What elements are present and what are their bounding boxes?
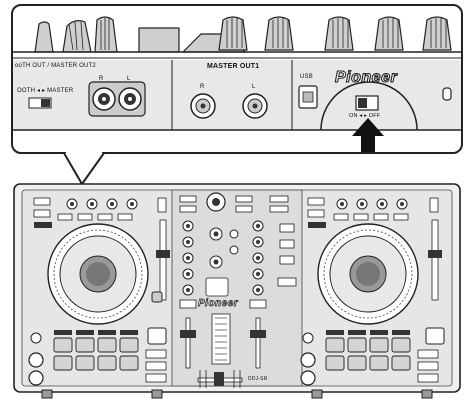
master-channel-r-label: R (200, 84, 205, 90)
highlight-circle (320, 81, 418, 131)
right-tempo-fader (428, 250, 442, 258)
rear-panel-callout: ooTH OUT / MASTER OUT2 OOTH ◂ ▸ MASTER R… (11, 4, 463, 154)
rear-knob-1 (34, 21, 54, 53)
crossfader (214, 372, 224, 386)
dj-controller: Pioneer DDJ-SR (12, 178, 462, 404)
master-out1-jacks (190, 93, 268, 119)
dj-controller-drawing (13, 183, 461, 399)
usb-label: USB (300, 74, 313, 80)
rear-knob-5 (264, 16, 294, 51)
right-channel-fader (250, 330, 266, 338)
rear-knob-6 (324, 16, 354, 51)
rear-knob-4 (218, 16, 248, 51)
right-deck (300, 197, 445, 386)
master-out1-label: MASTER OUT1 (207, 63, 260, 70)
left-pads (53, 337, 139, 371)
booth-channel-l-label: L (127, 76, 131, 82)
rear-knob-7 (374, 16, 404, 51)
right-pads (325, 337, 411, 371)
left-tempo-fader (156, 250, 170, 258)
booth-master-switch-label: OOTH ◂ ▸ MASTER (17, 88, 74, 94)
security-slot (442, 87, 452, 101)
brand-logo-rear: Pioneer (334, 68, 398, 86)
booth-out-section-label: ooTH OUT / MASTER OUT2 (15, 63, 96, 69)
rear-knob-8 (422, 16, 452, 51)
booth-channel-r-label: R (99, 76, 104, 82)
model-label: DDJ-SR (248, 376, 268, 382)
mixer-section (179, 192, 297, 388)
arrow-up-icon (352, 118, 384, 152)
left-deck (28, 197, 170, 386)
brand-logo-top: Pioneer (198, 298, 239, 310)
power-switch-label: ON ◂ ▸ OFF (349, 113, 381, 119)
master-channel-l-label: L (252, 84, 256, 90)
rear-block (138, 27, 180, 53)
rear-panel-drawing (13, 16, 461, 131)
booth-master-switch (28, 97, 52, 109)
left-channel-fader (180, 330, 196, 338)
booth-out-jacks (88, 81, 146, 117)
rear-knob-3 (94, 16, 118, 53)
